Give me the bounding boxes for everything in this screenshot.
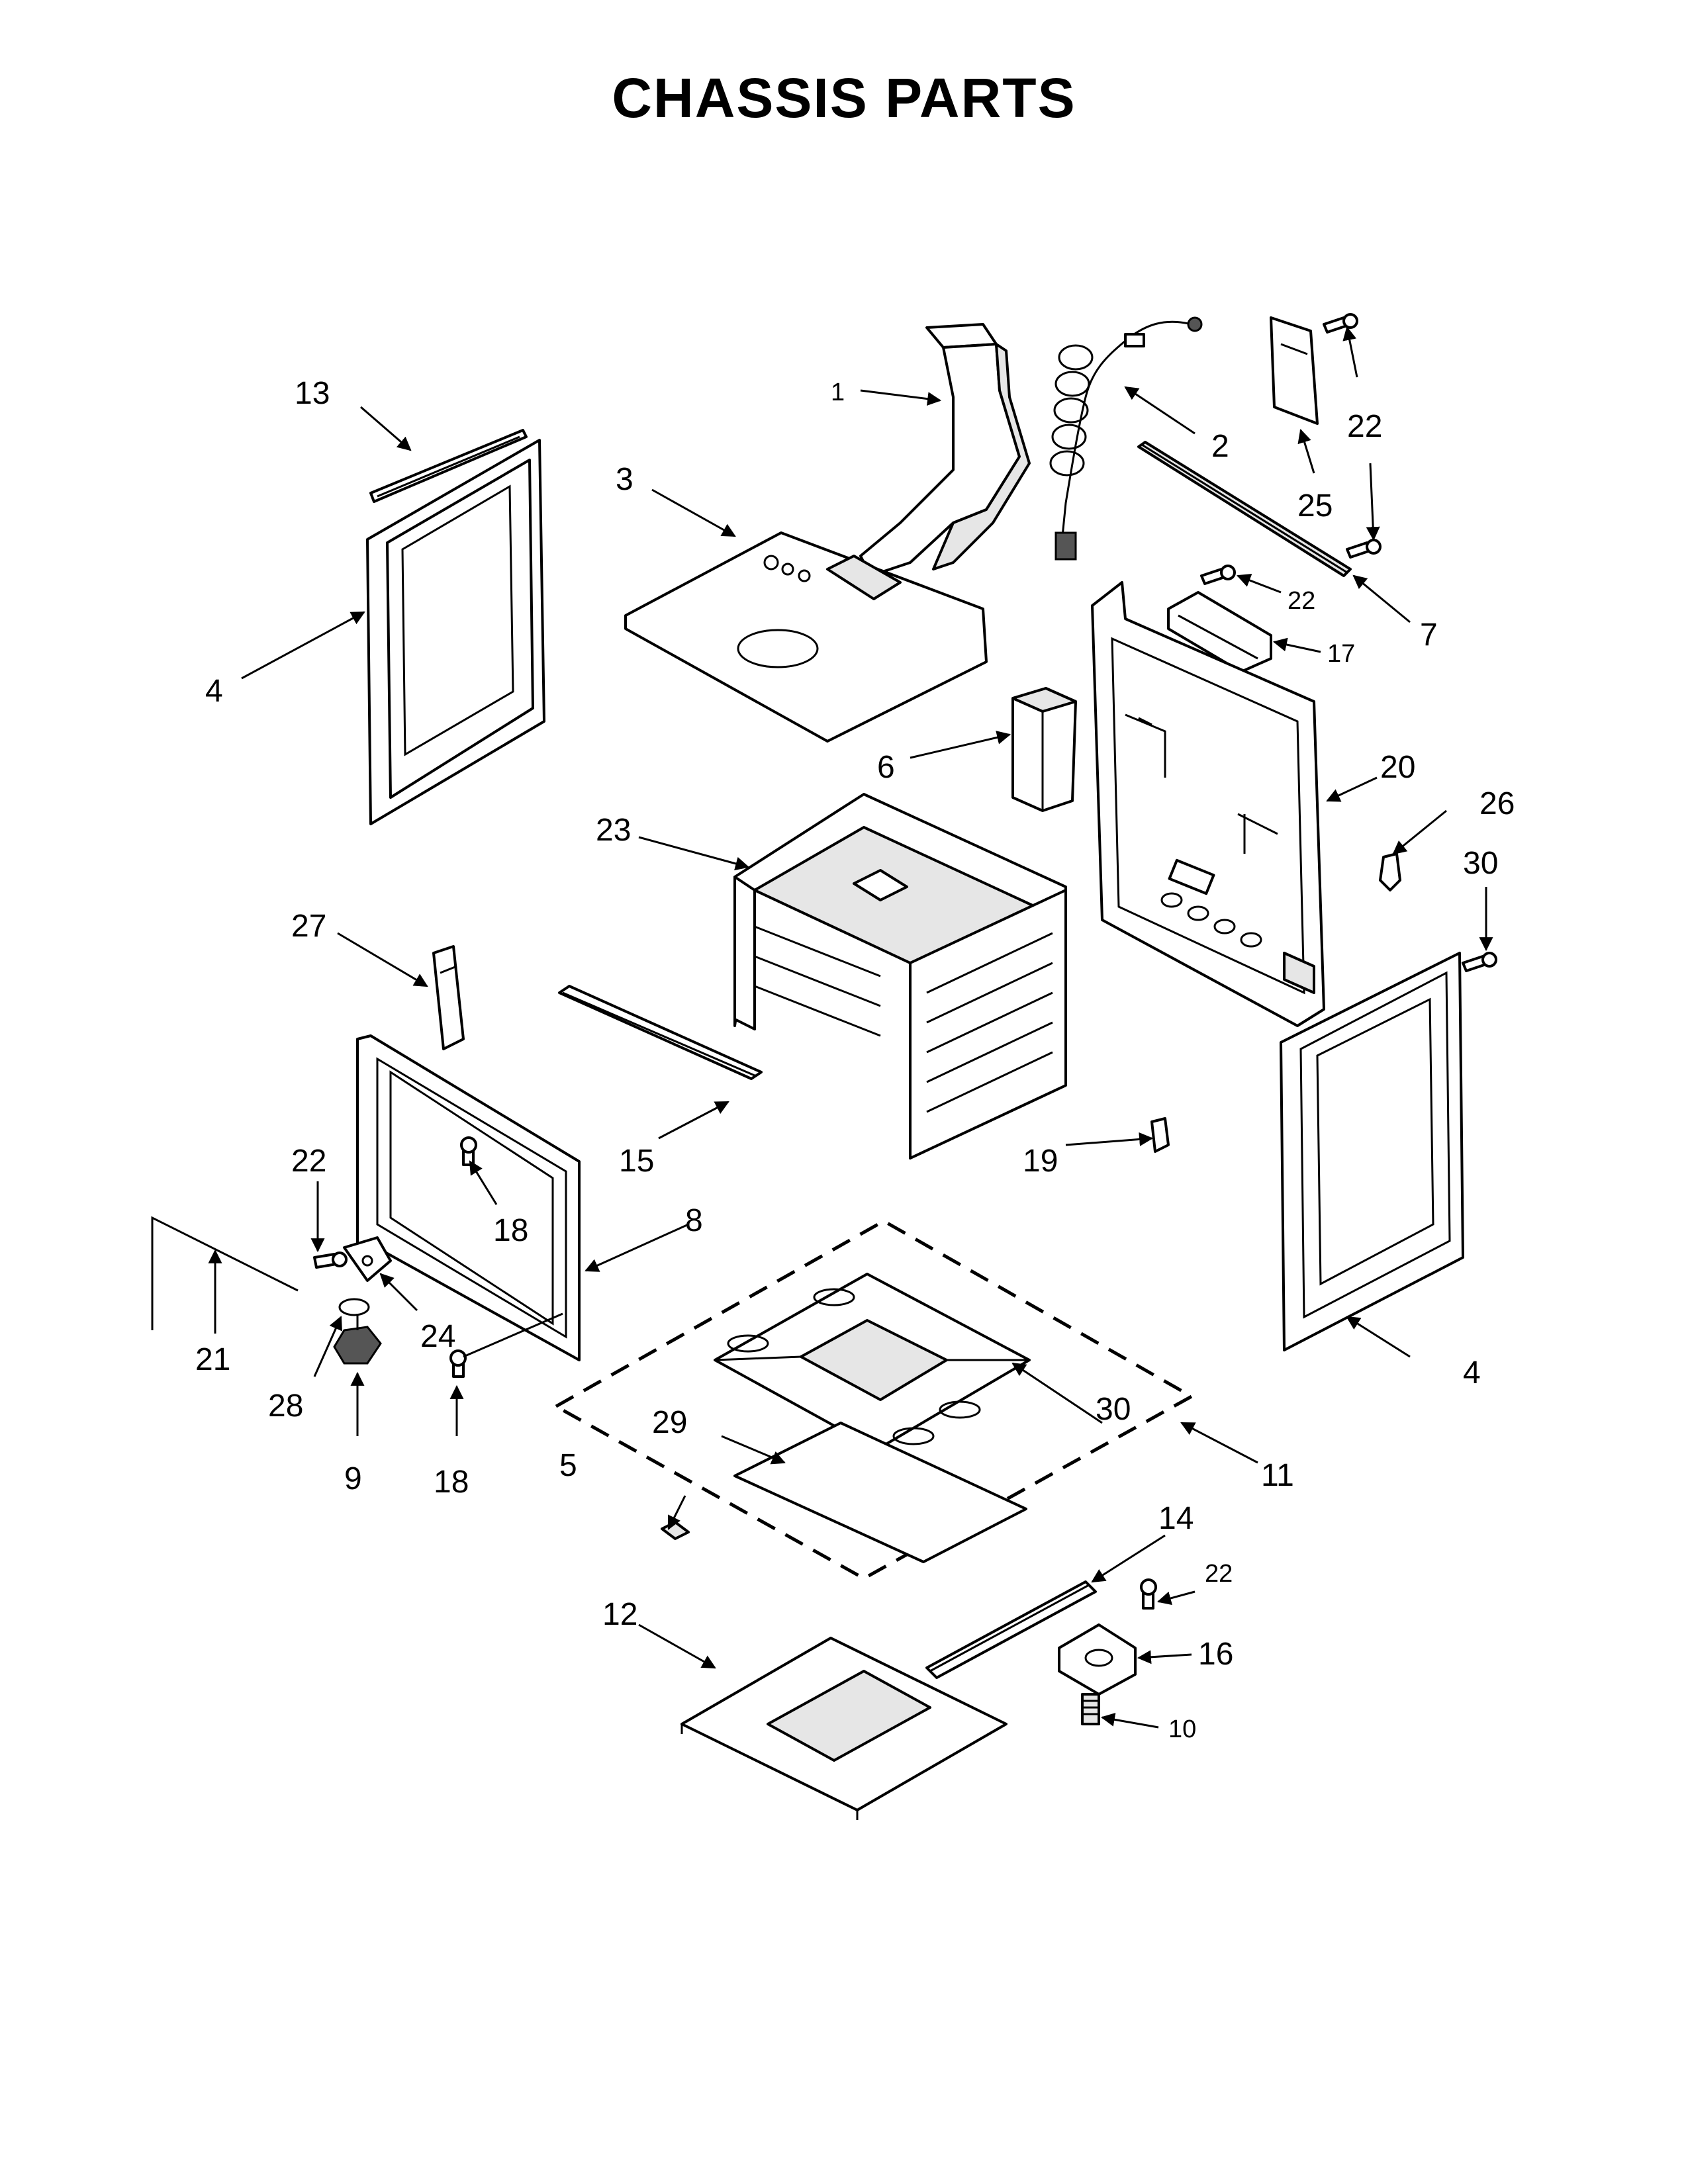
part-6-box bbox=[1011, 687, 1077, 812]
part-1-vent-duct bbox=[859, 323, 1031, 577]
part-18-screw-lower bbox=[449, 1312, 563, 1378]
callout-17: 17 bbox=[1327, 640, 1355, 668]
callout-25: 25 bbox=[1297, 488, 1333, 523]
callout-labels: 1 2 3 4 4 5 6 7 8 9 10 11 12 13 14 15 16… bbox=[195, 376, 1515, 1743]
part-27-vent-bracket bbox=[432, 945, 465, 1050]
part-19-clip bbox=[1150, 1117, 1170, 1153]
callout-16: 16 bbox=[1198, 1637, 1233, 1672]
part-4-right-side-panel bbox=[1280, 952, 1464, 1351]
callout-22-lower-right: 22 bbox=[1205, 1560, 1233, 1588]
part-13-trim-strip bbox=[369, 429, 528, 503]
callout-12: 12 bbox=[602, 1597, 637, 1632]
page-title: CHASSIS PARTS bbox=[612, 67, 1076, 129]
part-22-screw-rod bbox=[1346, 539, 1382, 559]
part-25-bracket bbox=[1270, 316, 1319, 425]
part-28-washer bbox=[338, 1298, 370, 1316]
callout-5: 5 bbox=[559, 1448, 577, 1483]
callout-3: 3 bbox=[616, 462, 633, 497]
callout-28: 28 bbox=[268, 1388, 303, 1424]
callout-4-left: 4 bbox=[205, 674, 223, 709]
part-30-oven-bottom bbox=[714, 1273, 1031, 1451]
callout-15: 15 bbox=[619, 1144, 654, 1179]
callout-11: 11 bbox=[1261, 1458, 1294, 1493]
part-17-bracket bbox=[1167, 591, 1272, 673]
part-8-front-frame bbox=[356, 1034, 581, 1361]
part-22-screw-left bbox=[313, 1251, 348, 1269]
part-4-left-side-panel bbox=[366, 439, 545, 825]
callout-21: 21 bbox=[195, 1342, 230, 1377]
callout-24: 24 bbox=[420, 1319, 455, 1354]
callout-20: 20 bbox=[1380, 750, 1415, 785]
part-5-clip bbox=[661, 1521, 690, 1540]
callout-18-upper: 18 bbox=[493, 1213, 528, 1248]
part-15-rail bbox=[558, 985, 763, 1080]
part-23-oven-cavity bbox=[733, 793, 1067, 1160]
callout-7: 7 bbox=[1420, 617, 1438, 653]
part-26-clip bbox=[1379, 852, 1401, 891]
callout-27: 27 bbox=[291, 909, 326, 944]
callout-14: 14 bbox=[1158, 1501, 1194, 1536]
callout-4-right: 4 bbox=[1463, 1355, 1481, 1390]
callout-9: 9 bbox=[344, 1461, 362, 1496]
callout-26: 26 bbox=[1479, 786, 1515, 821]
callout-10: 10 bbox=[1168, 1715, 1196, 1743]
callout-19: 19 bbox=[1023, 1144, 1058, 1179]
part-14-rail bbox=[925, 1580, 1097, 1679]
callout-29: 29 bbox=[652, 1405, 687, 1440]
callout-23: 23 bbox=[596, 813, 631, 848]
callout-8: 8 bbox=[685, 1203, 703, 1238]
callout-30-right: 30 bbox=[1463, 846, 1498, 881]
part-11-assembly-outline bbox=[552, 1219, 1196, 1580]
callout-22-left: 22 bbox=[291, 1144, 326, 1179]
callout-22-top: 22 bbox=[1347, 409, 1382, 444]
part-18-screw-upper bbox=[460, 1136, 477, 1166]
part-10-leveling-leg bbox=[1081, 1693, 1100, 1725]
callout-6: 6 bbox=[877, 750, 895, 785]
part-20-rear-panel bbox=[1091, 581, 1325, 1027]
part-7-support-bar bbox=[1137, 441, 1352, 577]
part-2-power-cord bbox=[1049, 316, 1203, 561]
callout-18-lower: 18 bbox=[434, 1465, 469, 1500]
part-3-cooktop-pan bbox=[624, 531, 988, 743]
part-24-leg-bracket bbox=[343, 1236, 392, 1282]
part-22-screw-17 bbox=[1200, 565, 1236, 585]
callout-22-mid: 22 bbox=[1288, 587, 1315, 615]
callout-30-bottom: 30 bbox=[1096, 1392, 1131, 1427]
leader-lines bbox=[208, 326, 1493, 1729]
part-9-leveling-foot bbox=[333, 1314, 382, 1365]
part-16-foot-bracket bbox=[1058, 1623, 1137, 1696]
part-21-rod bbox=[151, 1216, 299, 1330]
callout-13: 13 bbox=[295, 376, 330, 411]
callout-2: 2 bbox=[1211, 429, 1229, 464]
part-22-screw-top bbox=[1323, 313, 1358, 334]
callout-1: 1 bbox=[831, 379, 845, 406]
part-22-screw-lower-right bbox=[1140, 1578, 1157, 1610]
part-30-screw-right bbox=[1462, 952, 1497, 972]
part-12-base-pan bbox=[680, 1637, 1008, 1820]
part-29-insulation bbox=[733, 1422, 1027, 1563]
